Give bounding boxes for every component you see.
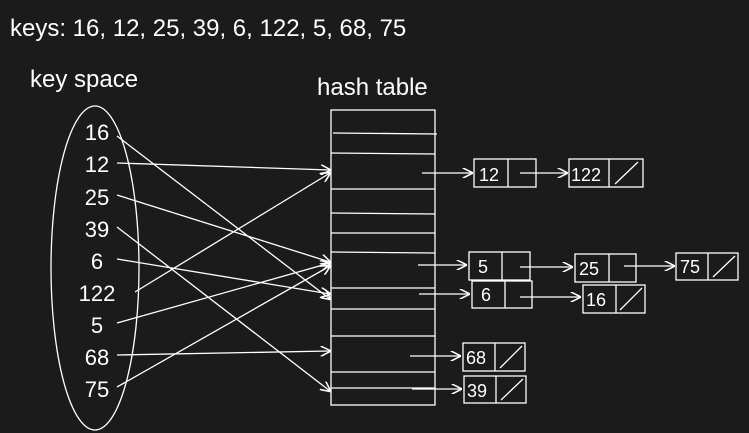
node-value: 25 [579, 259, 599, 279]
arrow-25-to-slot [116, 194, 330, 262]
list-node-39: 39 [463, 375, 527, 404]
node-value: 68 [466, 348, 486, 368]
null-pointer-slash [619, 287, 643, 311]
key-16: 16 [85, 120, 109, 145]
key-5: 5 [91, 313, 103, 338]
node-box [582, 284, 646, 314]
list-node-75: 75 [675, 252, 739, 281]
node-value: 122 [571, 165, 601, 185]
table-slot-divider [330, 152, 436, 155]
arrow-122-to-slot [134, 173, 330, 293]
list-node-5: 5 [468, 251, 531, 281]
table-slot-divider [330, 212, 436, 215]
key-space-label: key space [30, 66, 138, 93]
arrow-5-to-slot [116, 263, 330, 324]
key-68: 68 [85, 345, 109, 370]
key-12: 12 [85, 152, 109, 177]
null-pointer-slash [614, 161, 639, 185]
hash-table [330, 109, 438, 406]
key-75: 75 [85, 377, 109, 402]
table-slot-divider [332, 132, 438, 135]
node-box [574, 253, 637, 283]
key-122: 122 [79, 281, 116, 306]
table-slot-divider [330, 251, 436, 254]
node-value: 16 [586, 290, 606, 310]
arrow-6-to-slot [116, 258, 330, 294]
node-value: 6 [481, 285, 491, 305]
list-node-25: 25 [574, 253, 637, 283]
key-25: 25 [85, 185, 109, 210]
arrow-68-to-slot [116, 351, 330, 355]
arrow-12-to-slot [116, 162, 330, 170]
arrow-16-to-slot [116, 135, 330, 299]
list-node-12: 12 [473, 158, 537, 188]
key-space-ellipse [50, 105, 140, 431]
arrow-39-to-slot [116, 226, 330, 391]
list-node-6: 6 [471, 280, 533, 309]
null-pointer-slash [499, 345, 523, 369]
null-pointer-slash [500, 378, 524, 401]
list-node-68: 68 [462, 342, 526, 372]
node-box [468, 251, 531, 281]
node-value: 39 [467, 381, 487, 401]
chain-6-16: 6 16 [419, 280, 646, 314]
key-6: 6 [91, 249, 103, 274]
hash-table-label: hash table [317, 74, 428, 101]
chain-68: 68 [410, 342, 526, 372]
key-list: 16 12 25 39 6 122 5 68 75 [79, 120, 116, 402]
hash-arrows [116, 135, 330, 391]
null-pointer-slash [712, 255, 736, 278]
keys-list-text: keys: 16, 12, 25, 39, 6, 122, 5, 68, 75 [10, 15, 406, 42]
list-node-16: 16 [582, 284, 646, 314]
node-box [675, 252, 739, 281]
chain-12-122: 12 122 [422, 158, 644, 188]
chain-5-25-75: 5 25 75 [418, 251, 739, 283]
node-box [462, 342, 526, 372]
node-value: 75 [680, 257, 700, 277]
chain-39: 39 [412, 375, 527, 404]
node-value: 5 [478, 257, 488, 277]
key-39: 39 [85, 217, 109, 242]
node-box [463, 375, 527, 404]
node-box [568, 158, 644, 188]
list-node-122: 122 [568, 158, 644, 188]
arrow-75-to-slot [116, 266, 330, 388]
node-value: 12 [479, 165, 499, 185]
node-box [471, 280, 533, 309]
